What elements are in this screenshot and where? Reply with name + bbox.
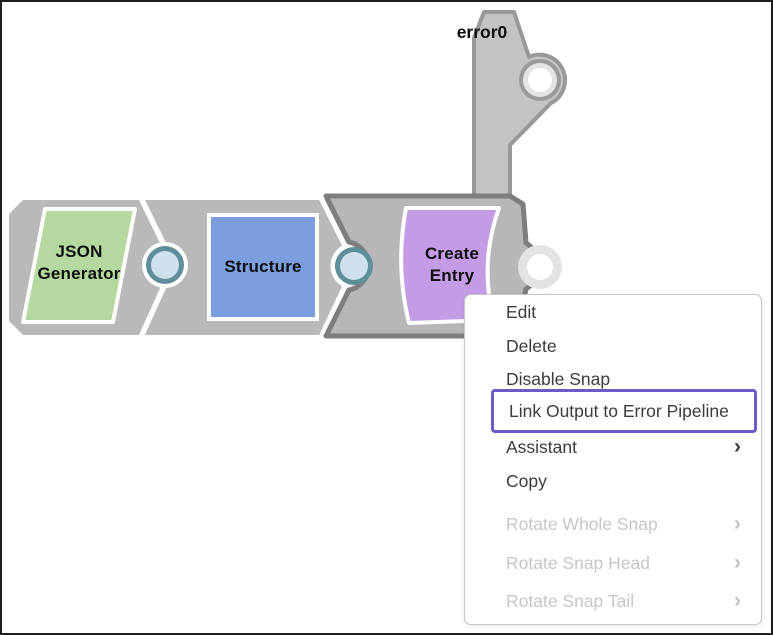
error-output-port-center	[528, 68, 552, 92]
menu-item-rotate-snap-head: Rotate Snap Head ›	[506, 550, 741, 574]
input-port-2[interactable]	[340, 252, 368, 280]
menu-item-edit[interactable]: Edit	[506, 301, 537, 322]
snap-gap-2	[318, 196, 348, 339]
snap-json-generator[interactable]	[21, 207, 137, 324]
snap-context-menu: Edit Delete Disable Snap Link Output to …	[464, 294, 762, 625]
submenu-chevron-icon: ›	[734, 550, 741, 574]
error-pipeline-label: error0	[456, 22, 508, 42]
menu-item-copy[interactable]: Copy	[506, 470, 547, 491]
snap-structure[interactable]	[207, 213, 319, 321]
menu-item-link-output-to-error-pipeline[interactable]: Link Output to Error Pipeline	[491, 389, 757, 433]
submenu-chevron-icon: ›	[734, 588, 741, 612]
menu-item-delete[interactable]: Delete	[506, 335, 557, 356]
menu-item-rotate-whole-snap: Rotate Whole Snap ›	[506, 511, 741, 535]
menu-item-assistant[interactable]: Assistant ›	[506, 434, 741, 458]
snap-gap-1	[138, 196, 167, 339]
create-entry-output-port-center	[527, 254, 553, 280]
menu-item-rotate-snap-tail: Rotate Snap Tail ›	[506, 588, 741, 612]
input-port-1[interactable]	[151, 251, 179, 279]
submenu-chevron-icon: ›	[734, 511, 741, 535]
menu-item-disable-snap[interactable]: Disable Snap	[506, 368, 611, 389]
submenu-chevron-icon: ›	[734, 434, 741, 458]
